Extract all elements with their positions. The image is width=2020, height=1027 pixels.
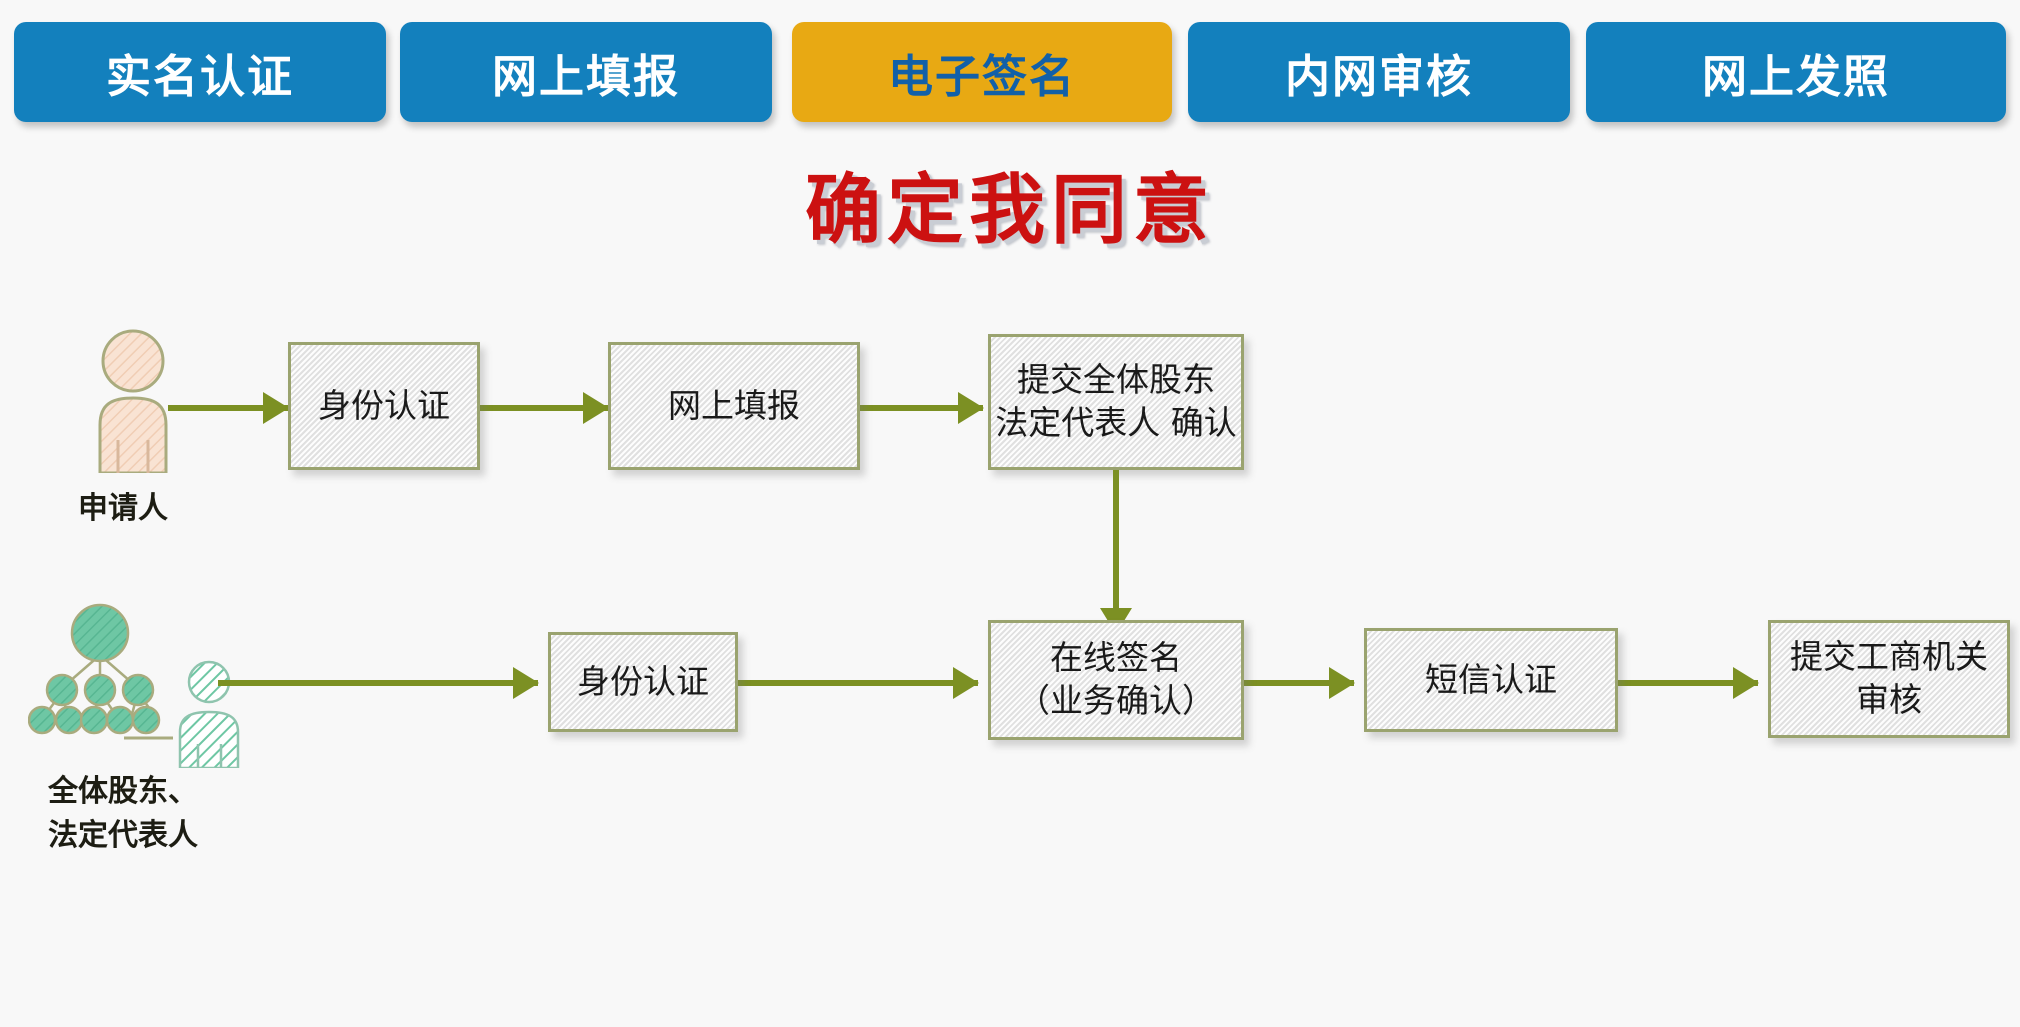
box-label: 身份认证 [318, 385, 450, 425]
shareholders-label: 全体股东、 法定代表人 [48, 774, 198, 853]
box-identity-verification-1[interactable]: 身份认证 [288, 342, 480, 470]
box-label: 网上填报 [668, 385, 800, 425]
box-label: 提交工商机关 审核 [1790, 637, 1988, 719]
box-submit-confirmation[interactable]: 提交全体股东 法定代表人 确认 [988, 334, 1244, 470]
shareholders-org-chart-icon [28, 603, 173, 740]
top-tab-bar: 实名认证 网上填报 电子签名 内网审核 网上发照 [0, 22, 2020, 130]
box-sms-verification[interactable]: 短信认证 [1364, 628, 1618, 732]
page-title: 确定我同意 [805, 165, 1215, 254]
tab-label: 网上填报 [491, 49, 680, 103]
tab-real-name-auth[interactable]: 实名认证 [14, 22, 386, 122]
arrow-signature-to-sms [1244, 667, 1355, 699]
applicant-label: 申请人 [78, 491, 168, 526]
arrow-identity-to-signature [738, 667, 979, 699]
tab-intranet-review[interactable]: 内网审核 [1188, 22, 1570, 122]
arrow-submit-to-signature [1100, 470, 1132, 634]
arrow-applicant-to-identity [168, 392, 289, 424]
tab-online-license-issue[interactable]: 网上发照 [1586, 22, 2006, 122]
box-label: 在线签名 （业务确认） [1017, 638, 1215, 720]
box-label: 身份认证 [577, 661, 709, 701]
box-label: 提交全体股东 法定代表人 确认 [995, 360, 1237, 442]
box-submit-to-authority[interactable]: 提交工商机关 审核 [1768, 620, 2010, 738]
arrow-identity-to-filing [478, 392, 609, 424]
arrow-sms-to-authority [1618, 667, 1759, 699]
tab-label: 实名认证 [105, 49, 294, 103]
box-online-signature[interactable]: 在线签名 （业务确认） [988, 620, 1244, 740]
tab-electronic-signature[interactable]: 电子签名 [792, 22, 1172, 122]
tab-online-filing[interactable]: 网上填报 [400, 22, 772, 122]
box-label: 短信认证 [1425, 659, 1557, 699]
arrow-shareholders-to-identity [218, 667, 539, 699]
box-identity-verification-2[interactable]: 身份认证 [548, 632, 738, 732]
tab-label: 内网审核 [1284, 49, 1473, 103]
box-online-filing[interactable]: 网上填报 [608, 342, 860, 470]
applicant-person-icon [98, 329, 168, 473]
tab-label: 电子签名 [887, 49, 1076, 103]
legal-representative-person-icon [178, 660, 240, 768]
tab-label: 网上发照 [1701, 49, 1890, 103]
arrow-filing-to-submit [858, 392, 984, 424]
